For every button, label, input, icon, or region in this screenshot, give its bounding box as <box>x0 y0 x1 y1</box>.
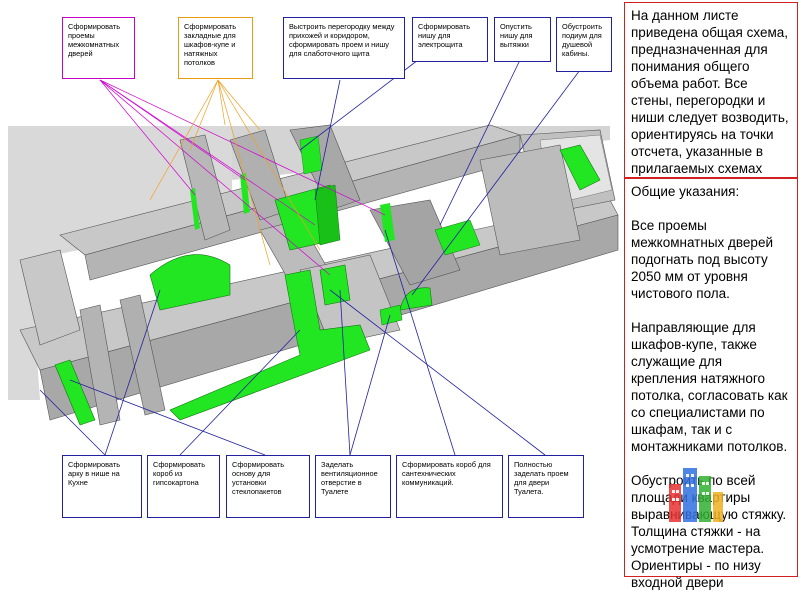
door-frame-2 <box>240 173 250 214</box>
kitchen-arch <box>149 254 231 311</box>
callout-text: Сформировать арку в нише на Кухне <box>68 460 121 487</box>
intro-note-panel: На данном листе приведена общая схема, п… <box>624 2 798 178</box>
partition-kitchen <box>119 294 166 416</box>
general-notes-heading: Общие указания: <box>631 184 740 199</box>
floor-plan-drawing <box>8 59 620 456</box>
watermark-logo <box>669 468 723 522</box>
callout-door-openings: Сформировать проемы межкомнатных дверей <box>62 17 135 79</box>
door-frame-1 <box>190 188 200 230</box>
callout-text: Сформировать короб из гипсокартона <box>153 460 206 487</box>
window-base <box>54 359 96 426</box>
callout-vent-hole: Заделать вентиляционное отверстие в Туал… <box>315 455 391 518</box>
hood-niche <box>434 219 481 256</box>
callout-text: Полностью заделать проем для двери Туале… <box>514 460 569 496</box>
leaders-blue <box>39 59 581 456</box>
partition-bath <box>479 144 581 256</box>
gypsum-box <box>169 269 371 421</box>
callout-toilet-door: Полностью заделать проем для двери Туале… <box>508 455 584 518</box>
callout-closet-anchors: Сформировать закладные для шкафов-купе и… <box>178 17 253 79</box>
callout-hallway-partition: Выстроить перегородку между прихожей и к… <box>283 17 405 79</box>
callout-text: Сформировать проемы межкомнатных дверей <box>68 22 121 58</box>
intro-note: На данном листе приведена общая схема, п… <box>631 8 789 176</box>
callout-text: Заделать вентиляционное отверстие в Туал… <box>321 460 378 496</box>
callout-electric-niche: Сформировать нишу для электрощита <box>412 17 488 62</box>
low-current-niche <box>314 184 341 246</box>
callout-window-base: Сформировать основу для установки стекло… <box>226 455 310 518</box>
partition-5 <box>369 199 461 286</box>
callout-shower-podium: Обустроить подиум для душевой кабины. <box>556 17 612 72</box>
callout-plumbing-box: Сформировать короб для сантехнических ко… <box>396 455 503 518</box>
callout-kitchen-arch: Сформировать арку в нише на Кухне <box>62 455 142 518</box>
callout-text: Сформировать закладные для шкафов-купе и… <box>184 22 237 67</box>
note-door-height: Все проемы межкомнатных дверей подогнать… <box>631 218 773 301</box>
leaders-closets <box>149 79 321 266</box>
callout-text: Сформировать короб для сантехнических ко… <box>402 460 491 487</box>
callout-text: Опустить нишу для вытяжки <box>500 22 533 49</box>
callout-text: Обустроить подиум для душевой кабины. <box>562 22 603 58</box>
left-end-wall <box>19 249 81 346</box>
callout-text: Сформировать основу для установки стекло… <box>232 460 285 496</box>
door-frame-3 <box>380 203 395 242</box>
floor-plan-3d-view: Сформировать проемы межкомнатных дверей … <box>8 17 620 518</box>
vent-patch <box>379 304 403 326</box>
end-green-panel <box>559 144 601 191</box>
leaders-doors <box>99 79 386 276</box>
callout-hood-niche: Опустить нишу для вытяжки <box>494 17 551 62</box>
callout-text: Сформировать нишу для электрощита <box>418 22 471 49</box>
general-notes-panel: Общие указания: Все проемы межкомнатных … <box>624 178 798 590</box>
toilet-door-infill <box>319 264 351 306</box>
note-closet-guides: Направляющие для шкафов-купе, также служ… <box>631 320 788 454</box>
callout-text: Выстроить перегородку между прихожей и к… <box>289 22 395 58</box>
callout-gypsum-box: Сформировать короб из гипсокартона <box>147 455 220 518</box>
